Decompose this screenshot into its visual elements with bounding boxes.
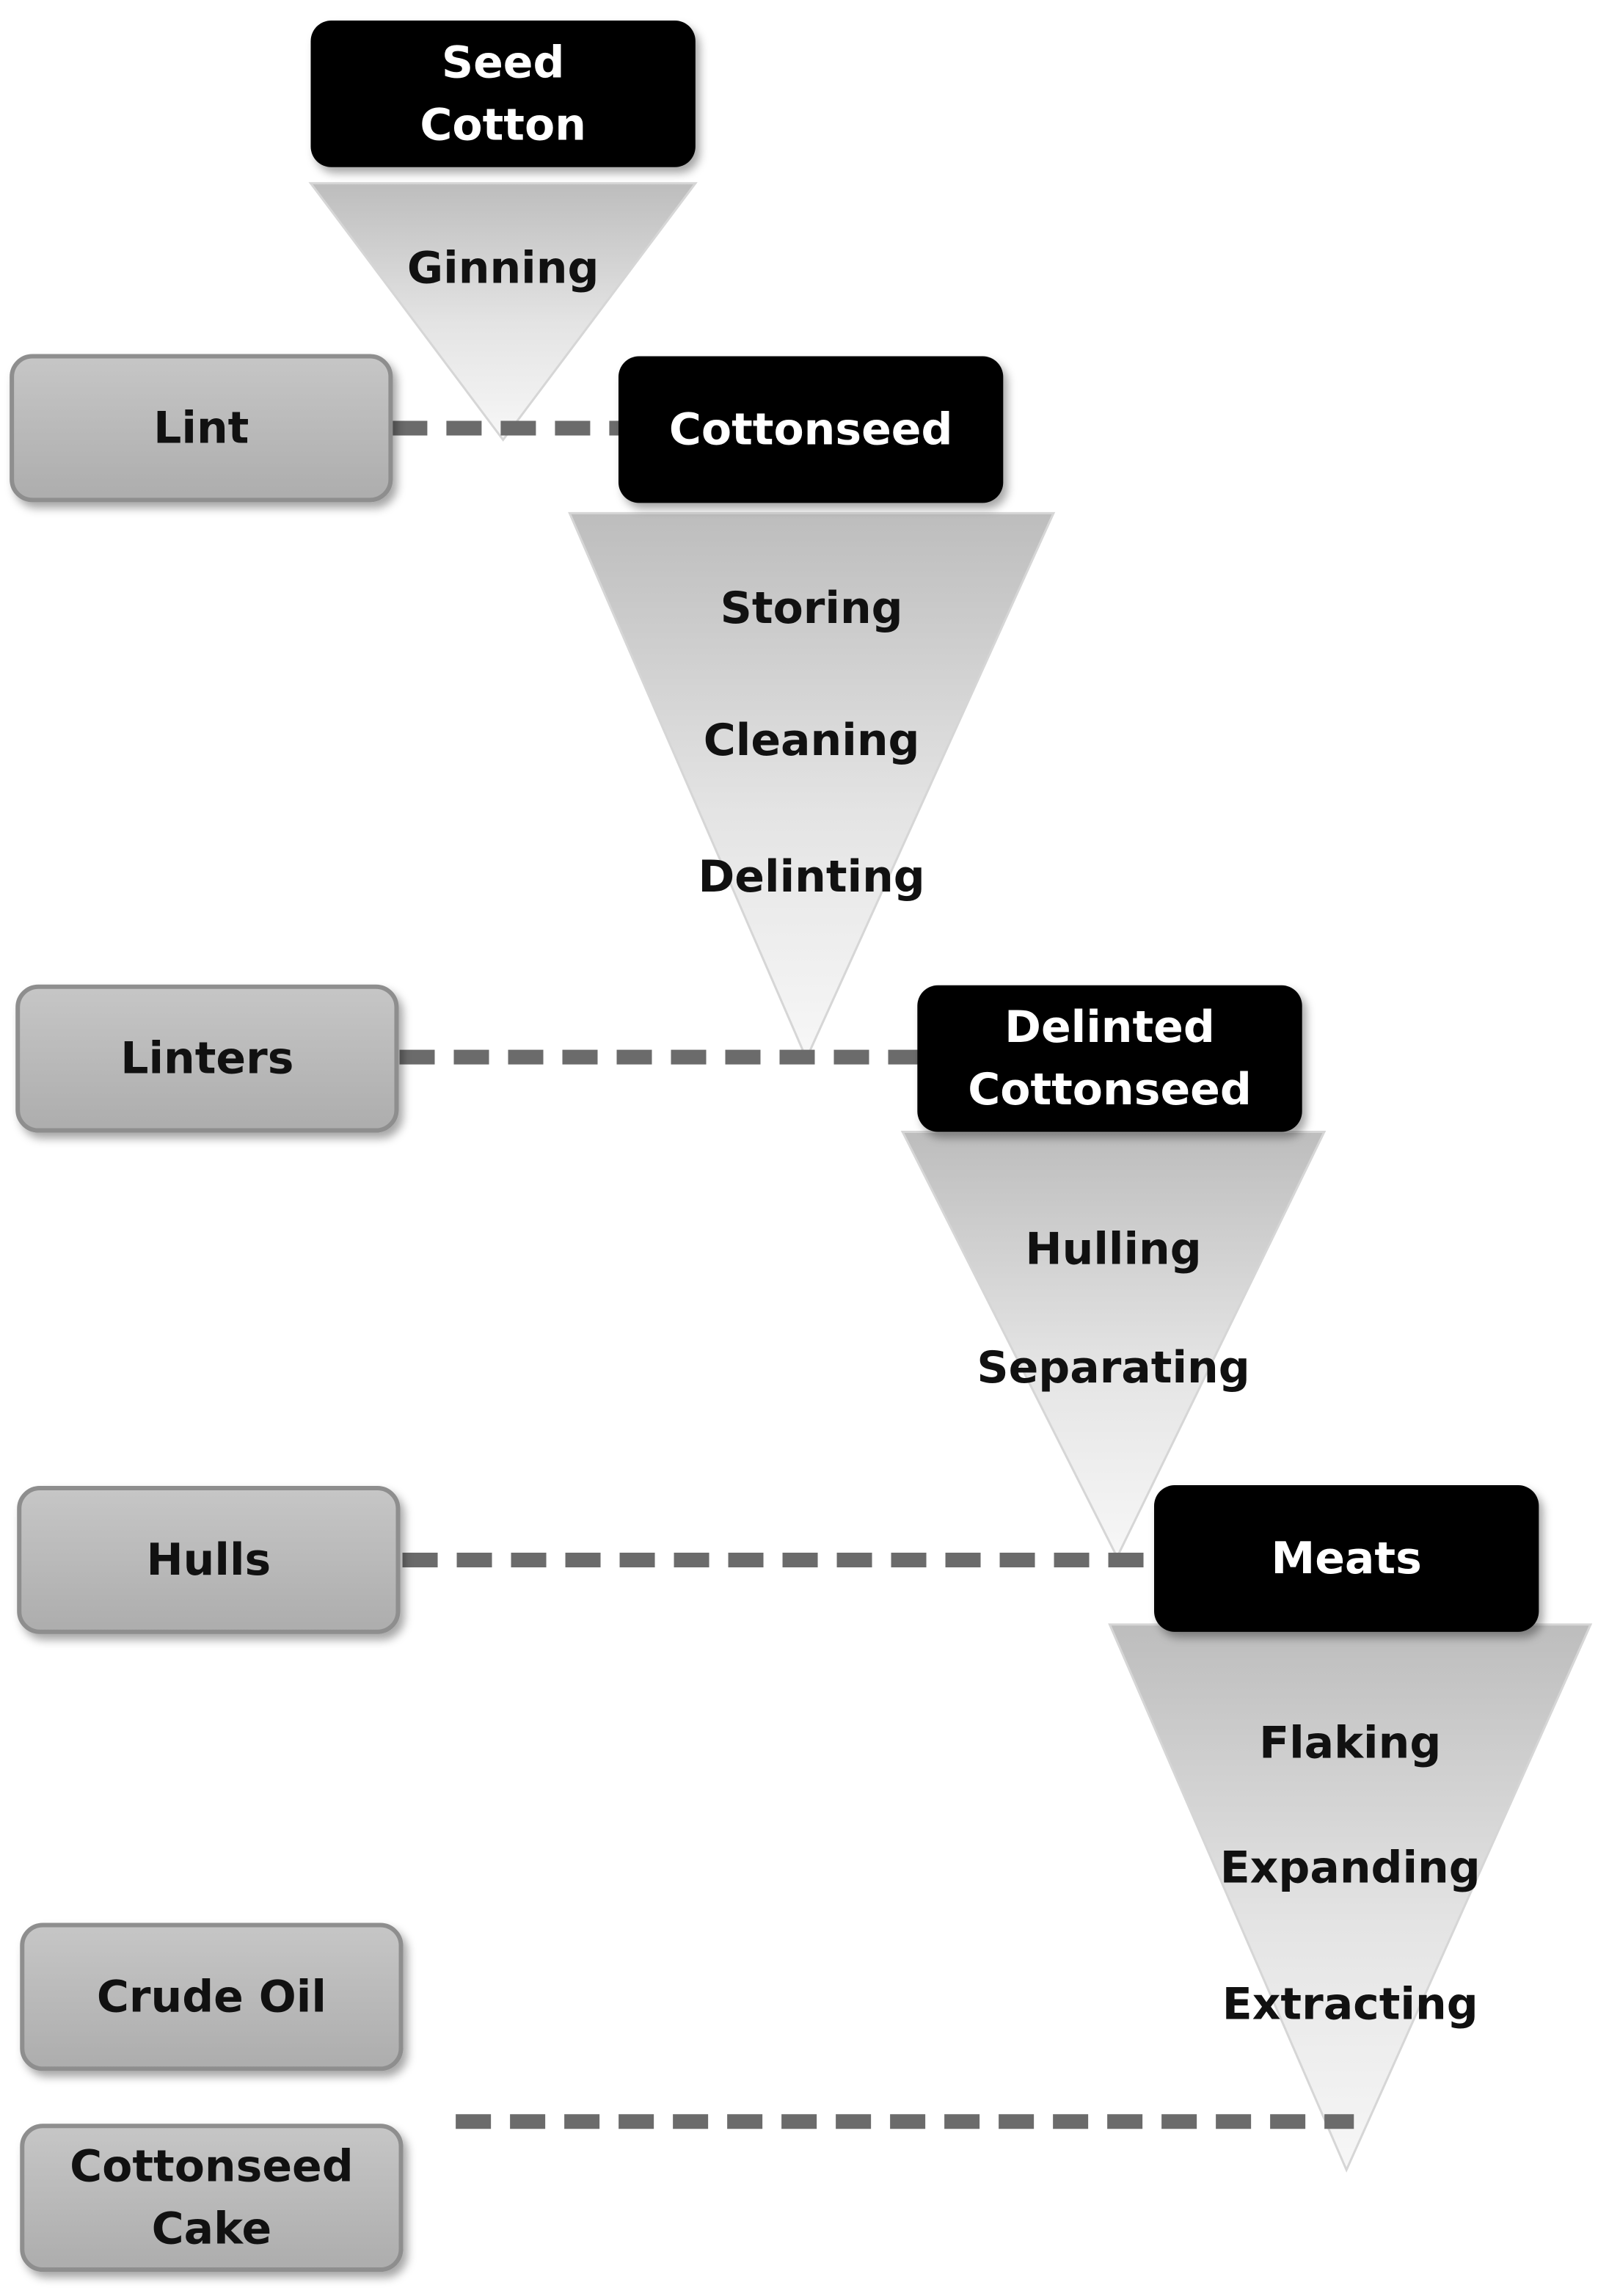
box-shape [15,984,399,1133]
cottonseed-product-box: Cottonseed [618,356,1004,503]
step-label: Expanding [1220,1843,1481,1894]
hulls-byproduct-box: Hulls [17,1486,401,1634]
box-label: Cottonseed [70,2141,354,2193]
step-label: Ginning [407,243,599,294]
box-label: Meats [1272,1533,1422,1584]
box-shape [618,356,1004,503]
box-shape [10,354,393,503]
box-label: Cottonseed [968,1064,1252,1115]
step-label: Flaking [1259,1718,1441,1769]
step-label: Delinting [698,851,925,903]
box-label: Cotton [420,99,586,150]
box-label: Seed [442,37,565,88]
step-label: Extracting [1222,1978,1478,2030]
lint-byproduct-box: Lint [10,354,393,503]
box-label: Cake [152,2204,272,2255]
box-shape [17,1486,401,1634]
linters-byproduct-box: Linters [15,984,399,1133]
box-label: Crude Oil [97,1971,326,2022]
step-label: Storing [720,583,903,634]
box-shape [20,1923,404,2071]
box-shape [1154,1485,1539,1632]
box-label: Lint [153,402,249,453]
step-label: Hulling [1025,1223,1201,1275]
step-label: Cleaning [704,715,920,766]
box-label: Cottonseed [669,404,953,455]
funnel-shape [1108,1623,1593,2173]
meats-product-box: Meats [1154,1485,1539,1632]
crude-oil-byproduct-box: Crude Oil [20,1923,404,2071]
box-label: Hulls [146,1534,271,1586]
box-shape [917,985,1302,1132]
box-shape [310,20,696,167]
box-shape [20,2124,404,2273]
step-label: Separating [977,1342,1249,1393]
ginning-stage: Ginning [308,182,698,442]
funnel-shape [308,182,698,442]
box-label: Delinted [1004,1002,1215,1053]
funnel-shape [568,511,1056,1062]
box-label: Linters [120,1033,293,1085]
